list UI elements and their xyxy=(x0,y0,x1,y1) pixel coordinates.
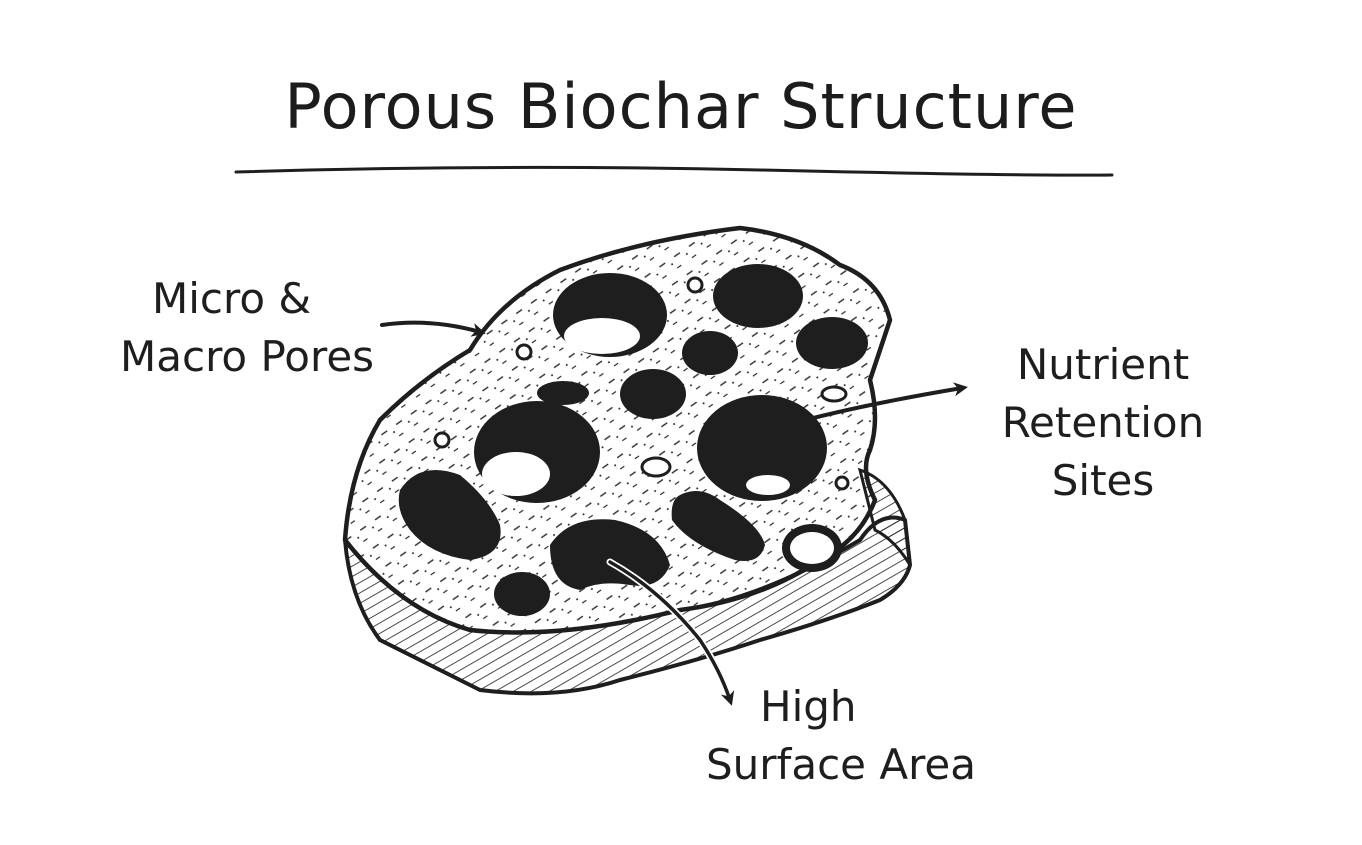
label-pores-line2: Macro Pores xyxy=(120,332,375,381)
title-underline xyxy=(234,165,1114,177)
label-micro-macro-pores: Micro & Macro Pores xyxy=(120,270,374,386)
micro-pores xyxy=(433,276,850,491)
label-nutrient-line2: Retention xyxy=(1001,398,1205,447)
label-nutrient-line1: Nutrient xyxy=(1016,340,1190,389)
arrow-pores xyxy=(380,320,486,337)
label-pores-line1: Micro & xyxy=(152,274,312,323)
label-nutrient-line3: Sites xyxy=(1051,456,1155,505)
arrow-nutrient xyxy=(784,382,968,427)
label-high-surface-area: High Surface Area xyxy=(706,678,976,794)
diagram-title: Porous Biochar Structure xyxy=(284,70,1078,143)
macro-pores xyxy=(398,264,868,616)
label-area-line2: Surface Area xyxy=(706,740,977,789)
label-area-line1: High xyxy=(760,682,857,731)
arrow-area-outline xyxy=(608,560,735,706)
label-nutrient-retention-sites: Nutrient Retention Sites xyxy=(988,336,1218,510)
